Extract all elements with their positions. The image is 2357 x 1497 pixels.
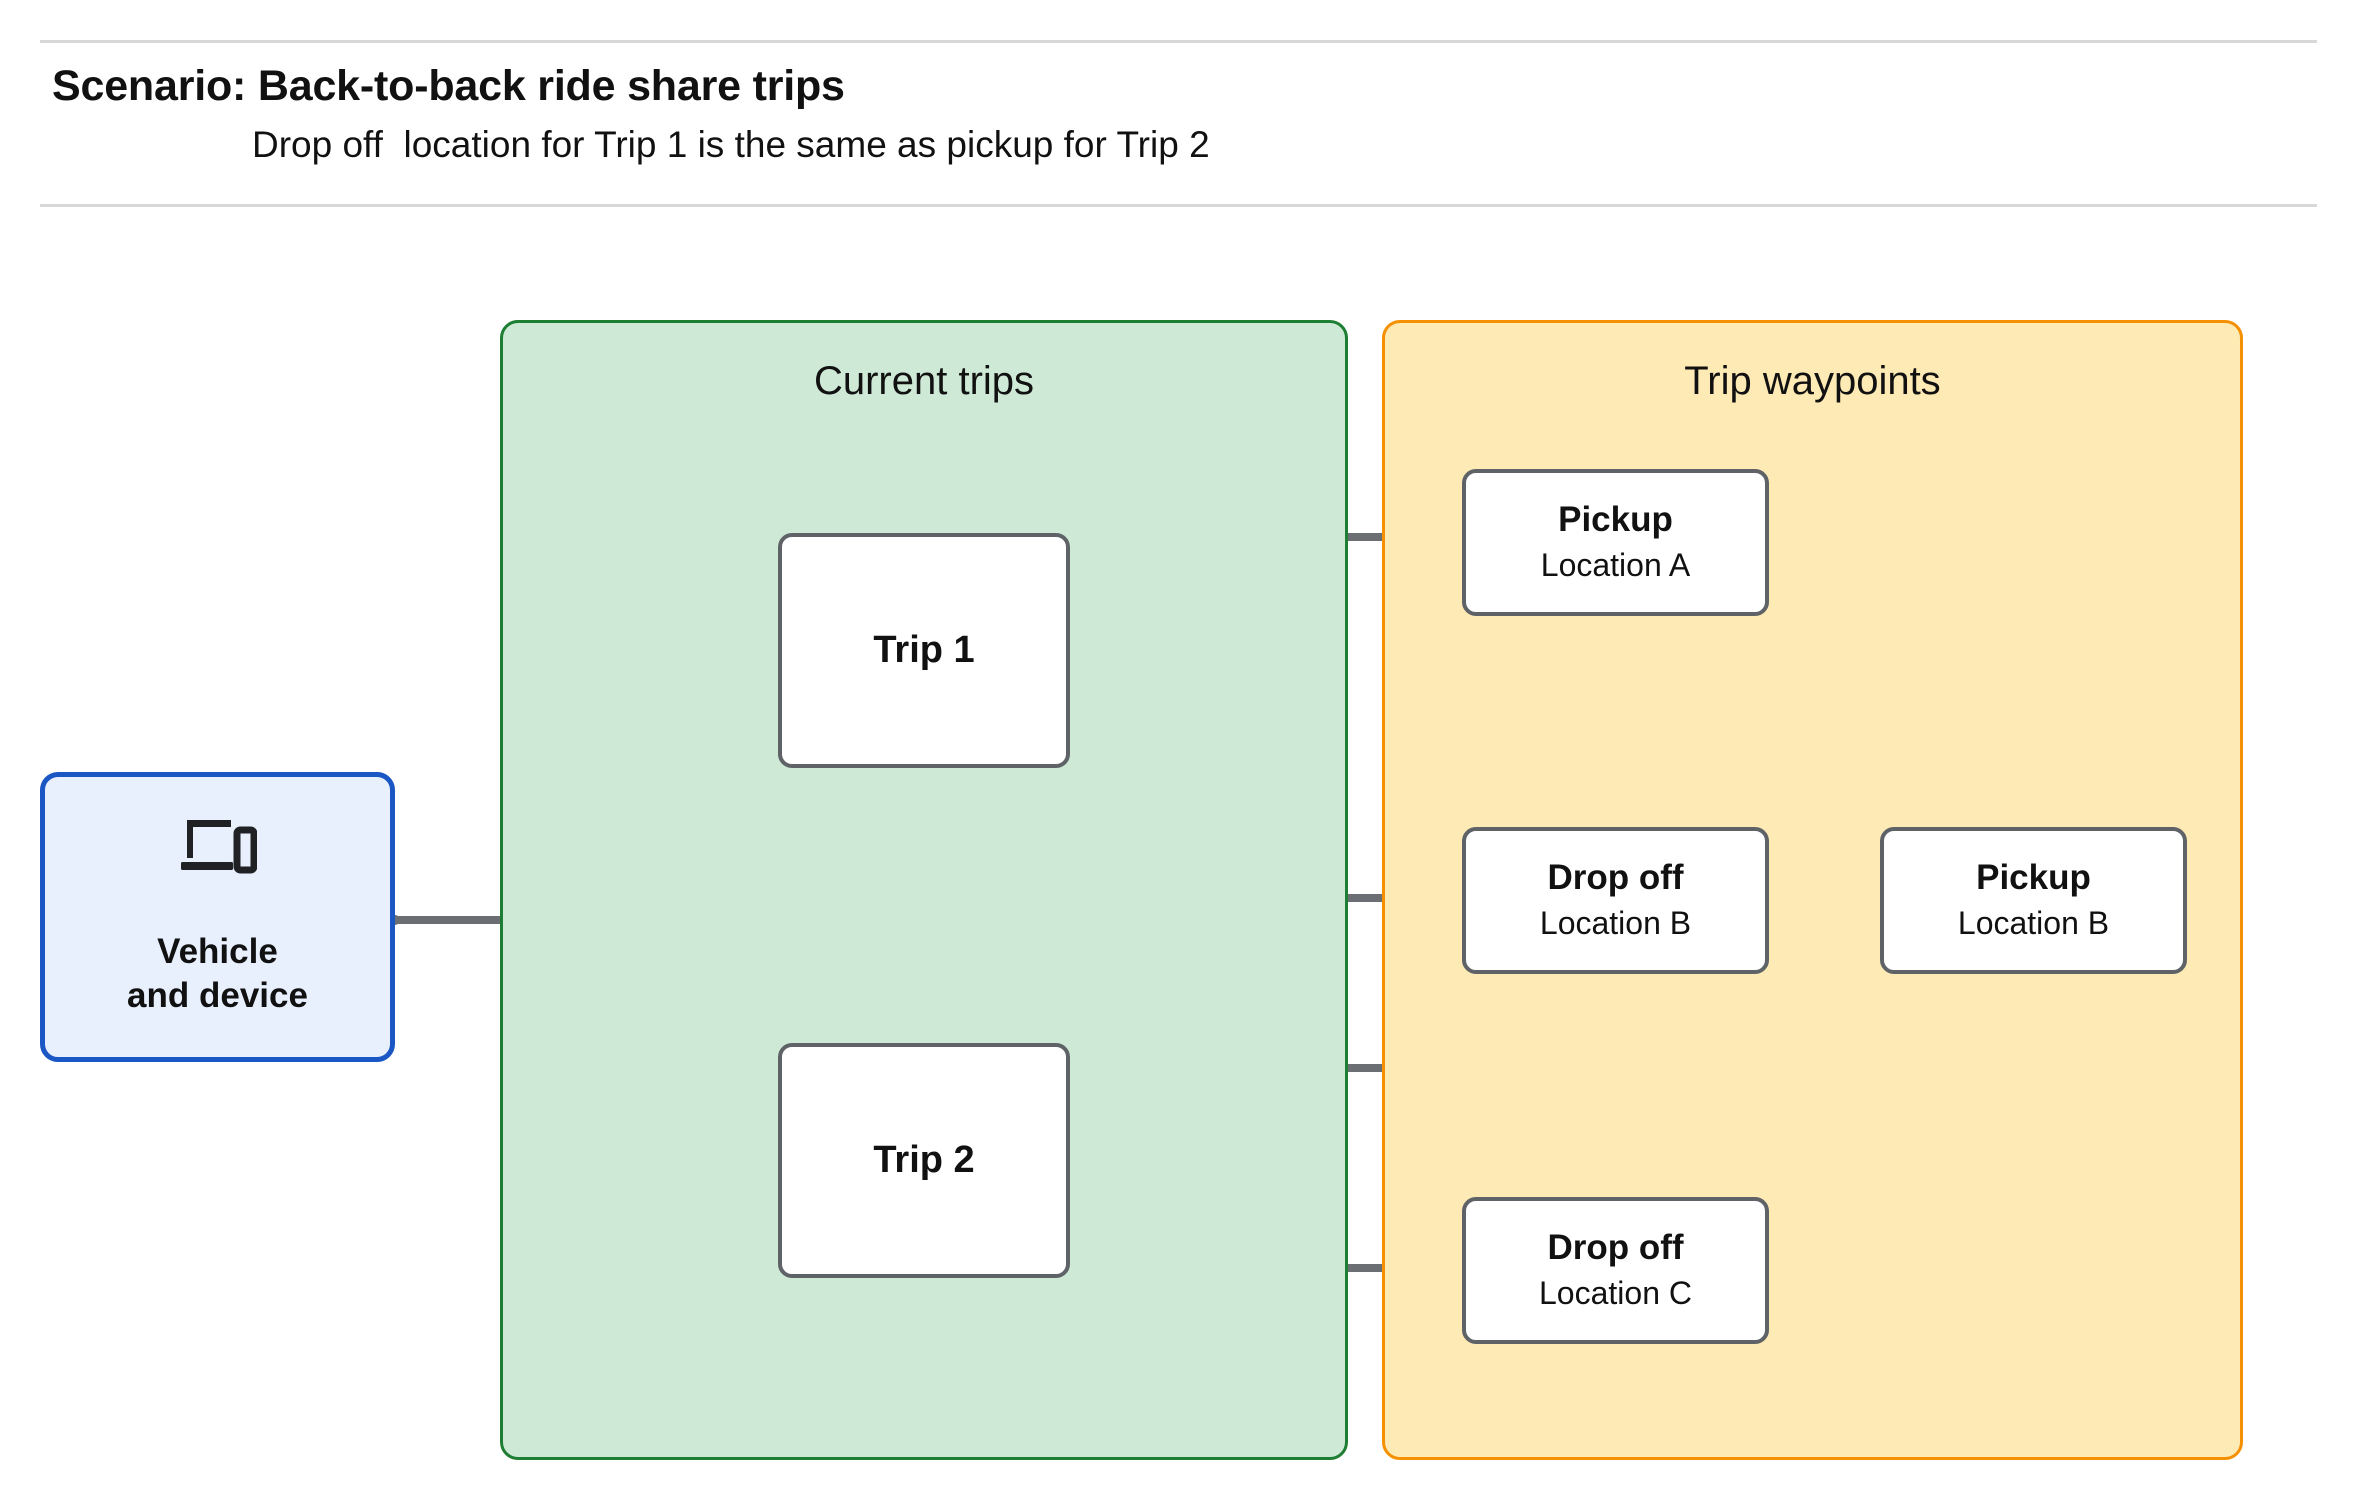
header-divider-top: [40, 40, 2317, 43]
panel-current-trips: Current trips: [500, 320, 1348, 1460]
waypoint-dropoff-c-title: Drop off: [1547, 1228, 1684, 1268]
waypoint-pickup-a-title: Pickup: [1558, 500, 1673, 540]
waypoint-pickup-b-title: Pickup: [1976, 858, 2091, 898]
panel-trip-waypoints-title: Trip waypoints: [1684, 359, 1941, 403]
page-title: Scenario: Back-to-back ride share trips: [52, 62, 845, 110]
waypoint-pickup-b-location: Location B: [1957, 905, 2110, 942]
waypoint-pickup-b-node[interactable]: Pickup Location B: [1880, 827, 2187, 974]
waypoint-dropoff-c-location: Location C: [1539, 1275, 1692, 1312]
waypoint-dropoff-b-location: Location B: [1539, 905, 1692, 942]
devices-icon: [180, 820, 257, 874]
waypoint-dropoff-c-node[interactable]: Drop off Location C: [1462, 1197, 1769, 1344]
waypoint-dropoff-b-title: Drop off: [1547, 858, 1684, 898]
page-subtitle: Drop off location for Trip 1 is the same…: [252, 124, 1210, 166]
trip-1-node[interactable]: Trip 1: [778, 533, 1070, 768]
waypoint-pickup-a-node[interactable]: Pickup Location A: [1462, 469, 1769, 616]
header-divider-bottom: [40, 204, 2317, 207]
trip-2-node[interactable]: Trip 2: [778, 1043, 1070, 1278]
vehicle-and-device-node[interactable]: Vehicle and device: [40, 772, 395, 1062]
header: Scenario: Back-to-back ride share trips …: [52, 62, 2252, 167]
vehicle-label: Vehicle and device: [127, 932, 308, 1015]
panel-current-trips-title: Current trips: [813, 359, 1035, 403]
trip-2-label: Trip 2: [873, 1138, 975, 1181]
trip-1-label: Trip 1: [873, 628, 975, 671]
waypoint-dropoff-b-node[interactable]: Drop off Location B: [1462, 827, 1769, 974]
waypoint-pickup-a-location: Location A: [1540, 547, 1691, 584]
